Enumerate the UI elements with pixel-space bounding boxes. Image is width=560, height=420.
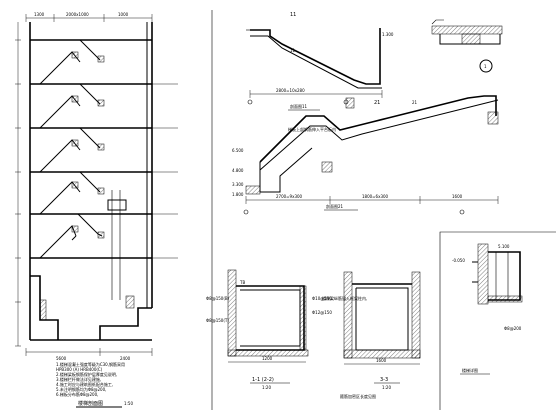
svg-text:Φ8@150(T): Φ8@150(T): [206, 318, 229, 323]
callout-note: 梯板上部钢筋伸入平台板内: [288, 126, 336, 132]
svg-text:1:20: 1:20: [382, 385, 391, 390]
svg-text:1800=6x300: 1800=6x300: [362, 194, 389, 199]
section-11: 11 11 2800=10x280 剖面图11 1.300: [246, 12, 394, 111]
svg-text:1200: 1200: [262, 356, 273, 361]
svg-text:Φ8@150(B): Φ8@150(B): [206, 296, 230, 301]
svg-text:Φ10@150: Φ10@150: [312, 296, 332, 301]
svg-text:1600: 1600: [376, 358, 387, 363]
svg-text:箍筋加密区长度见图: 箍筋加密区长度见图: [340, 393, 376, 399]
svg-text:1.800: 1.800: [232, 192, 244, 197]
top-dim-3: 1000: [118, 12, 129, 17]
notes-block: 1.楼梯混凝土强度等级为C30,钢筋采用 HPB300 (A) HRB400(C…: [56, 361, 125, 397]
detail-column: 5.100 -0.050 Φ8@200 楼梯详图: [452, 243, 523, 375]
svg-text:2800=10x280: 2800=10x280: [276, 88, 305, 93]
svg-text:TB: TB: [239, 280, 245, 285]
detail-1: 1: [431, 19, 503, 73]
svg-text:1.楼梯混凝土强度等级为C30,钢筋采用: 1.楼梯混凝土强度等级为C30,钢筋采用: [56, 361, 125, 367]
svg-text:-0.050: -0.050: [452, 258, 465, 263]
detail-1-label: 1: [484, 64, 487, 69]
svg-text:2.楼梯梁板钢筋保护层厚度见说明,: 2.楼梯梁板钢筋保护层厚度见说明,: [56, 371, 117, 377]
svg-text:6.梯板分布筋Φ8@200,: 6.梯板分布筋Φ8@200,: [56, 391, 98, 397]
svg-text:HPB300 (A) HRB400(C): HPB300 (A) HRB400(C): [56, 367, 103, 372]
svg-text:1600: 1600: [452, 194, 463, 199]
svg-text:2700=9x300: 2700=9x300: [276, 194, 303, 199]
svg-text:1:20: 1:20: [262, 385, 271, 390]
svg-text:5.100: 5.100: [498, 244, 510, 249]
section-11-caption: 剖面图11: [290, 103, 308, 109]
section-21-caption: 剖面图21: [326, 203, 344, 209]
section-11-label: 11: [290, 12, 296, 18]
stair-section-elevation: 1300 2000x1000 1000: [15, 12, 178, 408]
svg-text:楼梯梁纵筋锚入框架柱内,: 楼梯梁纵筋锚入框架柱内,: [322, 295, 367, 301]
section-21: 21 21 梯板上部钢筋伸入平台板内 6.500 4.800 3.300 1.8…: [232, 95, 499, 215]
svg-text:6.500: 6.500: [232, 148, 244, 153]
svg-text:Φ8@200: Φ8@200: [504, 326, 522, 331]
section-21-label: 21: [374, 100, 380, 106]
section-1-1-caption: 1-1 (2-2): [252, 377, 274, 383]
section-c-caption: 楼梯详图: [462, 367, 478, 373]
svg-text:4.800: 4.800: [232, 168, 244, 173]
top-dim-1: 1300: [34, 12, 45, 17]
svg-text:Φ12@150: Φ12@150: [312, 310, 332, 315]
left-panel-scale: 1:50: [124, 401, 133, 406]
svg-text:5.未注明钢筋均为Φ8@200,: 5.未注明钢筋均为Φ8@200,: [56, 386, 106, 392]
svg-text:4.施工时应与建筑图纸配合施工,: 4.施工时应与建筑图纸配合施工,: [56, 381, 113, 387]
svg-text:3.楼梯栏杆做法详见建施,: 3.楼梯栏杆做法详见建施,: [56, 376, 101, 382]
bottom-dim-2: 2400: [120, 356, 131, 361]
svg-text:21: 21: [412, 100, 418, 105]
left-panel-title: 楼梯剖面图: [78, 400, 103, 407]
section-1-1: TB Φ8@150(B) Φ8@150(T) Φ10@150 Φ12@150 1…: [206, 269, 332, 390]
section-3-3-caption: 3-3: [380, 377, 388, 383]
svg-text:11: 11: [290, 48, 296, 53]
bottom-dim-1: 5600: [56, 356, 67, 361]
svg-text:3.300: 3.300: [232, 182, 244, 187]
section-3-3: 楼梯梁纵筋锚入框架柱内, 箍筋加密区长度见图 1600 3-3 1:20: [322, 271, 421, 399]
top-dim-2: 2000x1000: [66, 12, 89, 17]
svg-text:1.300: 1.300: [382, 32, 394, 37]
